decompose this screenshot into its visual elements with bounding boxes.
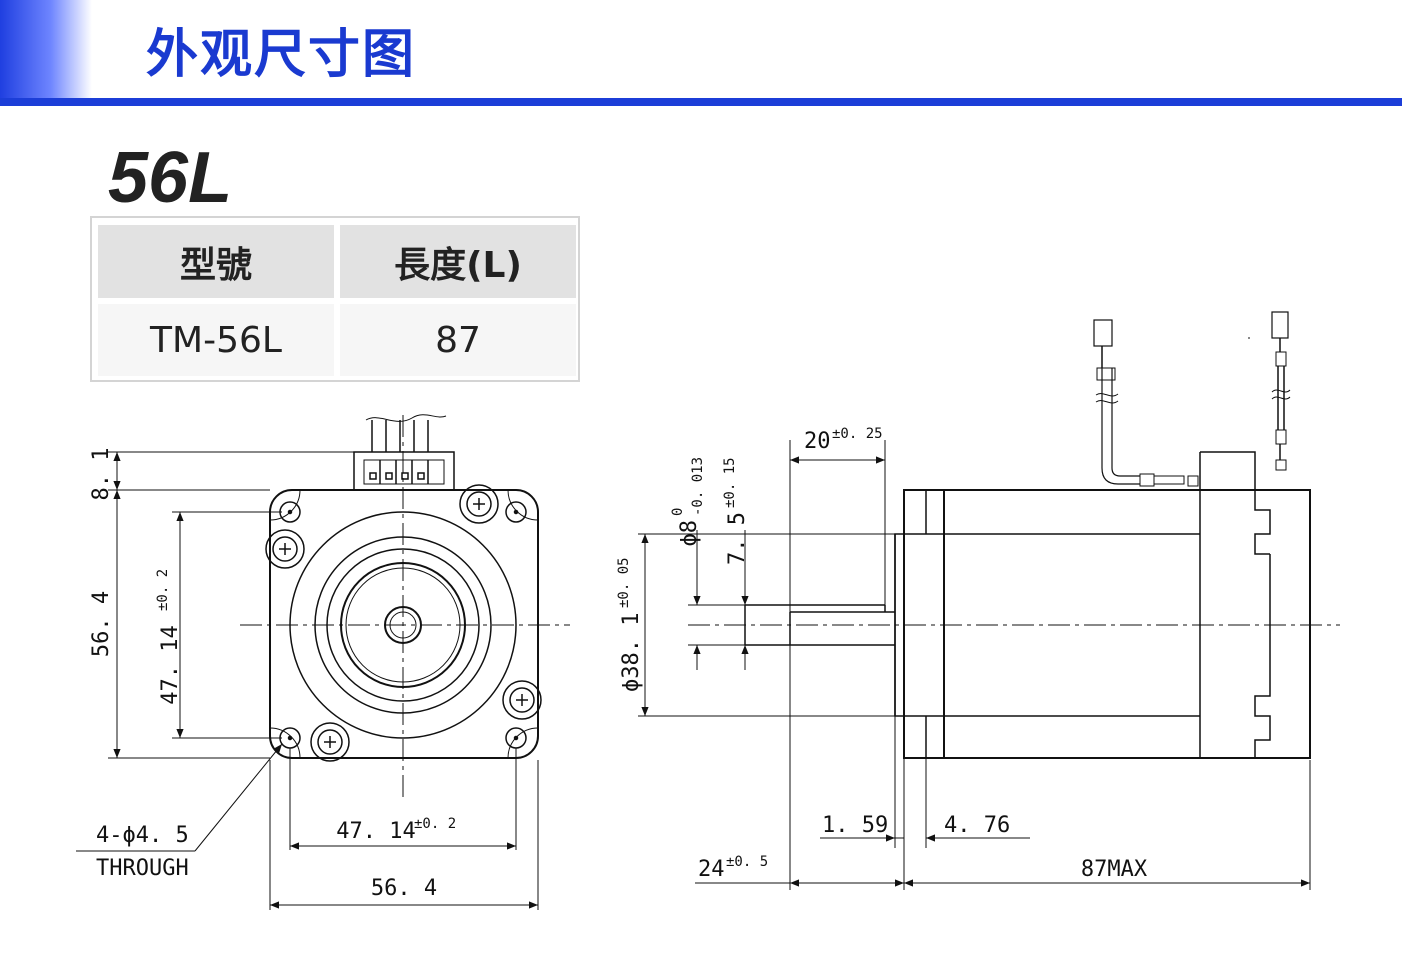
dim-hole-pitch-v-tol: ±0. 2 [155,569,171,611]
spec-cell-length: 87 [340,304,576,376]
dim-flat-length-tol: ±0. 25 [832,426,883,442]
dim-height: 56. 4 [89,591,114,657]
spec-table: 型號 長度(L) TM-56L 87 [90,216,580,382]
front-dimensions [76,451,539,910]
dim-hole-pitch-h-tol: ±0. 2 [414,816,456,832]
page-title: 外观尺寸图 [146,25,417,85]
header-rule [0,98,1402,106]
spec-cell-model: TM-56L [98,304,334,376]
dim-shaft-length: 24 [698,857,725,882]
dim-flat-length: 20 [804,429,831,454]
side-dimensions [638,440,1311,890]
dim-flange-thickness: 4. 76 [944,813,1010,838]
dim-width: 56. 4 [371,876,437,901]
dim-hole-pitch-v: 47. 14 [158,625,183,704]
dim-flange-offset: 8. 1 [89,448,114,501]
dim-shaft-length-tol: ±0. 5 [726,854,768,870]
header-accent-bar [0,0,92,100]
dim-pilot-dia: ϕ38. 1 [619,613,644,692]
hole-note-line1: 4-ϕ4. 5 [96,823,189,848]
dim-flat-tol: ±0. 15 [722,457,738,508]
front-view [240,414,570,800]
dim-shaft-dia: ϕ8 [677,520,702,547]
side-view [688,311,1340,759]
dim-pilot-depth: 1. 59 [822,813,888,838]
spec-header-model: 型號 [98,225,334,298]
dim-shaft-dia-tol-lower: -0. 013 [690,457,706,516]
dim-shaft-dia-tol-upper: 0 [670,508,686,516]
dim-body-length: 87MAX [1081,857,1148,882]
spec-header-length: 長度(L) [340,225,576,298]
model-heading: 56L [108,138,233,218]
dim-hole-pitch-h: 47. 14 [336,819,415,844]
hole-note-line2: THROUGH [96,856,189,881]
screw-head [265,484,542,762]
dim-pilot-dia-tol: ±0. 05 [616,557,632,608]
dim-flat: 7. 5 [725,512,750,565]
